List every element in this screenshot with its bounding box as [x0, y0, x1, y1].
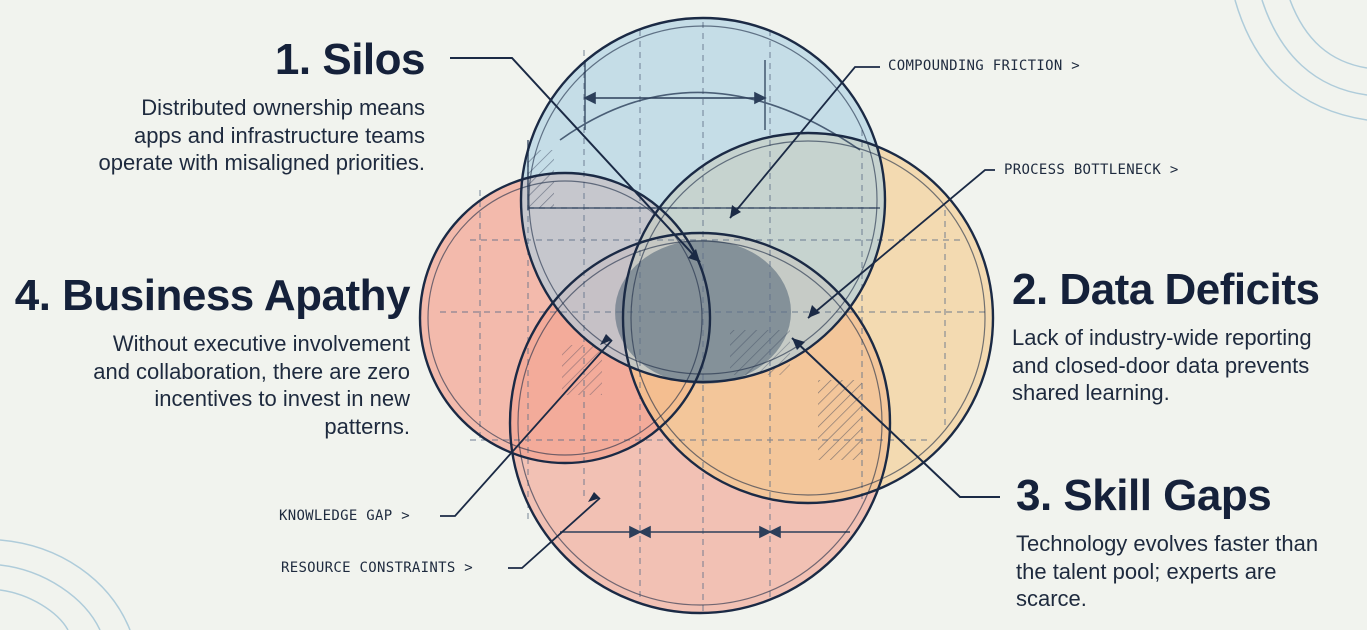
data-deficits-line-3: shared learning. — [1012, 380, 1170, 406]
skill-gaps-title: 3. Skill Gaps — [1016, 471, 1272, 520]
factor-skill-gaps: 3. Skill Gaps Technology evolves faster … — [1016, 471, 1361, 613]
skill-gaps-line-2: the talent pool; experts are — [1016, 558, 1277, 584]
callout-resource-constraints: RESOURCE CONSTRAINTS > — [281, 560, 474, 576]
silos-line-3: operate with misaligned priorities. — [98, 150, 426, 176]
factor-data-deficits: 2. Data Deficits Lack of industry-wide r… — [1012, 265, 1362, 407]
dimension-arrows — [560, 91, 850, 539]
business-apathy-title: 4. Business Apathy — [14, 271, 411, 320]
callout-leaders — [440, 66, 995, 569]
factor-business-apathy: 4. Business Apathy Without executive inv… — [5, 271, 411, 440]
data-deficits-line-2: and closed-door data prevents — [1012, 352, 1310, 378]
skill-gaps-description: Technology evolves faster than the talen… — [1016, 530, 1361, 613]
business-apathy-line-4: patterns. — [324, 413, 410, 439]
business-apathy-line-2: and collaboration, there are zero — [93, 358, 410, 384]
frame-lines — [527, 60, 880, 210]
business-apathy-line-3: incentives to invest in new — [154, 386, 410, 412]
callout-knowledge-gap: KNOWLEDGE GAP > — [279, 508, 410, 524]
callout-arrowheads — [588, 205, 820, 502]
data-deficits-description: Lack of industry-wide reporting and clos… — [1012, 324, 1362, 407]
connector-arrowheads — [688, 249, 805, 350]
skill-gaps-line-3: scarce. — [1016, 586, 1087, 612]
callout-process-bottleneck: PROCESS BOTTLENECK > — [1004, 162, 1179, 178]
corner-decoration-bottom-left — [0, 539, 131, 630]
skill-gaps-line-1: Technology evolves faster than — [1016, 531, 1319, 557]
business-apathy-description: Without executive involvement and collab… — [5, 330, 410, 440]
data-deficits-line-1: Lack of industry-wide reporting — [1012, 325, 1312, 351]
hatched-regions — [528, 150, 862, 460]
silos-line-1: Distributed ownership means — [141, 95, 425, 121]
data-deficits-title: 2. Data Deficits — [1012, 265, 1320, 314]
title-connectors — [450, 57, 1000, 498]
circle-outlines — [418, 16, 995, 615]
corner-decoration-top-right — [1234, 0, 1367, 121]
callout-compounding-friction: COMPOUNDING FRICTION > — [888, 58, 1081, 74]
factor-silos: 1. Silos Distributed ownership means app… — [40, 35, 426, 177]
business-apathy-line-1: Without executive involvement — [112, 331, 410, 357]
silos-line-2: apps and infrastructure teams — [133, 122, 425, 148]
silos-title: 1. Silos — [274, 35, 426, 84]
silos-description: Distributed ownership means apps and inf… — [40, 94, 426, 177]
